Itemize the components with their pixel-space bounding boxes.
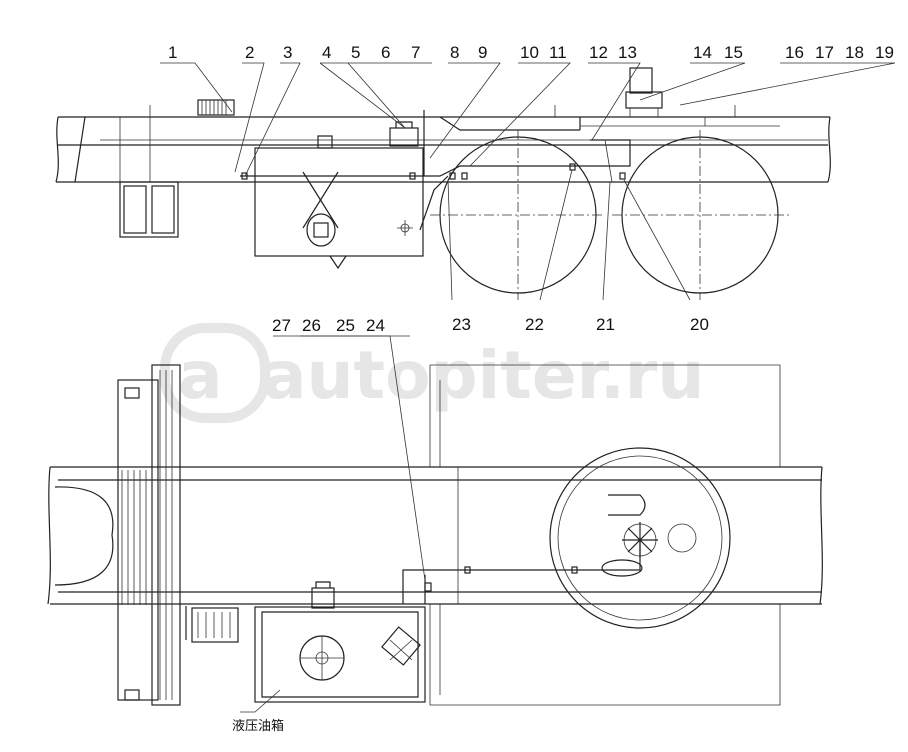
callout-3: 3: [283, 43, 292, 62]
side-view: [55, 67, 831, 300]
callout-13: 13: [618, 43, 637, 62]
callout-2: 2: [245, 43, 254, 62]
callout-27: 27: [272, 316, 291, 335]
callout-23: 23: [452, 315, 471, 334]
watermark: a autopiter.ru: [160, 323, 704, 423]
callout-7: 7: [411, 43, 420, 62]
callout-12: 12: [589, 43, 608, 62]
watermark-text: autopiter.ru: [262, 337, 704, 414]
callout-4: 4: [322, 43, 331, 62]
plan-view: [47, 364, 823, 706]
leader-lines-plan: [240, 335, 426, 713]
hydraulic-tank-label: 液压油箱: [232, 718, 284, 734]
callout-6: 6: [381, 43, 390, 62]
callout-15: 15: [724, 43, 743, 62]
callout-1: 1: [168, 43, 177, 62]
svg-text:a: a: [178, 337, 223, 414]
callouts-plan: 27 26 25 24: [272, 316, 385, 335]
callout-8: 8: [450, 43, 459, 62]
callout-11: 11: [549, 43, 567, 62]
callout-10: 10: [520, 43, 539, 62]
leader-lines-top: [160, 62, 896, 301]
callout-22: 22: [525, 315, 544, 334]
callout-18: 18: [845, 43, 864, 62]
callout-20: 20: [690, 315, 709, 334]
callout-26: 26: [302, 316, 321, 335]
autopiter-logo-icon: a: [160, 323, 270, 423]
callout-9: 9: [478, 43, 487, 62]
callout-19: 19: [875, 43, 894, 62]
callout-14: 14: [693, 43, 712, 62]
callout-5: 5: [351, 43, 360, 62]
callouts-bottom-row: 23 22 21 20: [452, 315, 709, 334]
callout-17: 17: [815, 43, 834, 62]
callout-16: 16: [785, 43, 804, 62]
callout-21: 21: [596, 315, 615, 334]
callout-24: 24: [366, 316, 385, 335]
callout-25: 25: [336, 316, 355, 335]
